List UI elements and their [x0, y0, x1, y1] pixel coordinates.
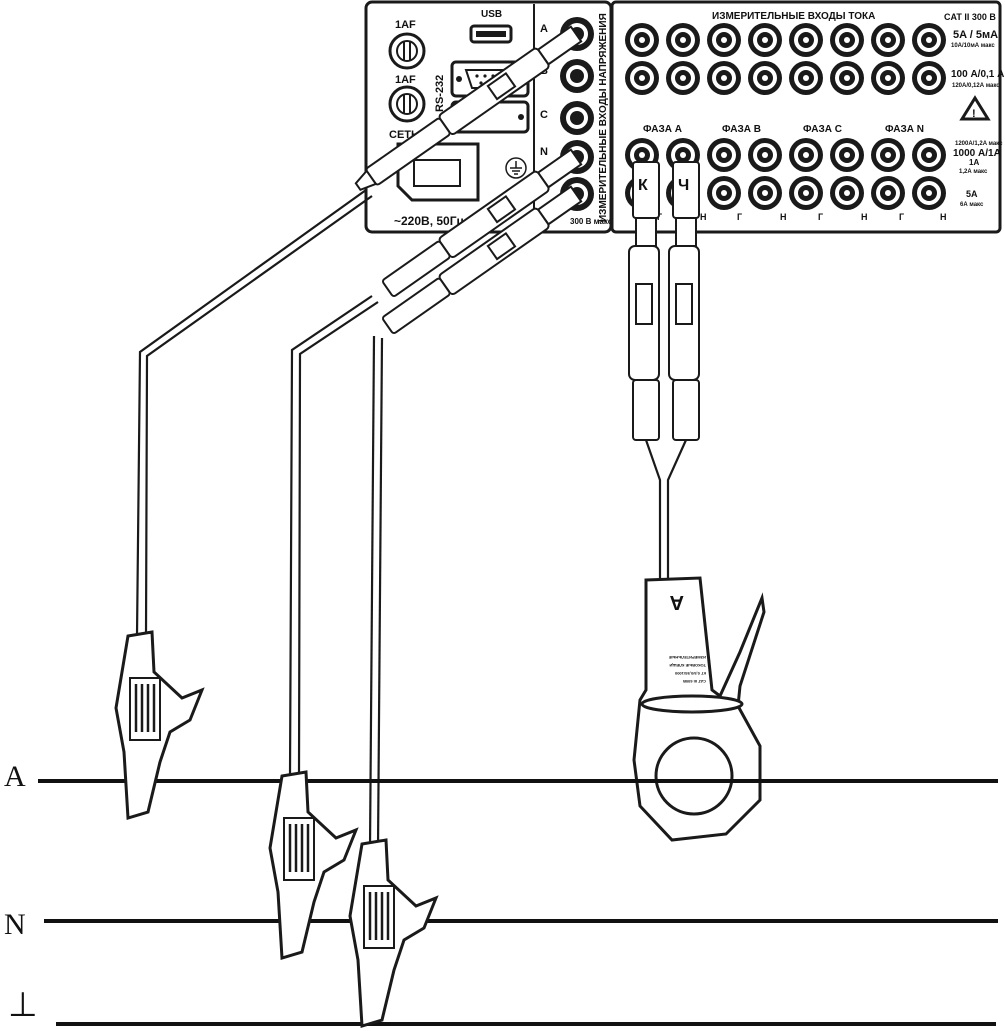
current-jack-r0-c4	[789, 23, 823, 57]
current-plug-ch	[668, 161, 700, 441]
voltage-plug-a	[354, 25, 583, 192]
current-jack-r1-c6	[871, 61, 905, 95]
current-jack-r0-c6	[871, 23, 905, 57]
terminal-g-n: Г	[899, 212, 904, 222]
current-jack-r2-c5	[830, 138, 864, 172]
crocodile-clip-a	[114, 630, 205, 820]
clamp-letter: A	[670, 591, 684, 613]
current-plug-k	[628, 161, 660, 441]
ground-symbol	[505, 157, 527, 179]
voltage-plug-n	[382, 148, 583, 297]
crocodile-clip-n	[268, 770, 359, 960]
terminal-n-b: Н	[780, 212, 787, 222]
current-jack-r1-c1	[666, 61, 700, 95]
current-jack-r1-c5	[830, 61, 864, 95]
phase-label-c: ФАЗА C	[803, 124, 842, 135]
ground-lead	[368, 335, 384, 849]
range-5a-max: 6А макс	[960, 202, 984, 208]
current-jack-r2-c7	[912, 138, 946, 172]
terminal-g-c: Г	[818, 212, 823, 222]
current-jack-r0-c1	[666, 23, 700, 57]
voltage-jack-label-c: C	[540, 109, 548, 121]
phase-label-n: ФАЗА N	[885, 124, 924, 135]
current-jack-r1-c0	[625, 61, 659, 95]
current-inputs-title: ИЗМЕРИТЕЛЬНЫЕ ВХОДЫ ТОКА	[712, 11, 875, 22]
phase-a-label: A	[4, 760, 26, 793]
voltage-jack-c	[560, 101, 594, 135]
current-jack-r3-c4	[789, 176, 823, 210]
range-1000a: 1000 А/1А	[953, 148, 1001, 159]
voltage-inputs-title: ИЗМЕРИТЕЛЬНЫЕ ВХОДЫ НАПРЯЖЕНИЯ	[598, 13, 609, 222]
fuse-1-label: 1AF	[395, 19, 416, 31]
svg-text:!: !	[972, 108, 976, 120]
current-jack-r2-c6	[871, 138, 905, 172]
range-5a-5ma: 5A / 5мА	[953, 29, 998, 41]
current-clamp: A CAT III 600B КТ 0,5/0,5S/1000 ТОКОВЫЕ …	[632, 576, 766, 842]
voltage-plug-ground	[382, 185, 583, 334]
current-jack-r0-c7	[912, 23, 946, 57]
current-jack-r3-c6	[871, 176, 905, 210]
current-plug-k-label: К	[638, 177, 648, 194]
terminal-n-a: Н	[700, 212, 707, 222]
current-jack-r1-c7	[912, 61, 946, 95]
range-100a: 100 А/0,1 А	[951, 69, 1004, 80]
current-jack-r1-c3	[748, 61, 782, 95]
range-1a: 1А	[969, 158, 979, 167]
current-input-panel: ИЗМЕРИТЕЛЬНЫЕ ВХОДЫ ТОКА CAT II 300 В 5A…	[610, 0, 1004, 234]
range-5a-5ma-max: 10A/10мА макс	[951, 43, 995, 49]
terminal-g-b: Г	[737, 212, 742, 222]
power-label: ~220В, 50Гц,	[394, 214, 467, 228]
clamp-text-3: ТОКОВЫЕ КЛЕЩИ	[669, 663, 706, 668]
voltage-max-label: 300 В макс	[570, 217, 613, 226]
clamp-text-4: ИЗМЕРИТЕЛЬНЫЕ	[668, 655, 706, 660]
current-jack-r0-c5	[830, 23, 864, 57]
current-plug-ch-label: Ч	[678, 177, 689, 194]
current-jack-r2-c4	[789, 138, 823, 172]
voltage-lead-a	[135, 189, 373, 637]
current-jack-r3-c2	[707, 176, 741, 210]
phase-label-a: ФАЗА A	[643, 124, 682, 135]
usb-label: USB	[481, 9, 502, 20]
ground-label: ⊥	[8, 987, 38, 1024]
current-jack-r1-c2	[707, 61, 741, 95]
terminal-n-c: Н	[861, 212, 868, 222]
clamp-text-1: CAT III 600B	[683, 679, 706, 684]
current-jack-r3-c5	[830, 176, 864, 210]
terminal-n-n: Н	[940, 212, 947, 222]
voltage-jack-label-a: A	[540, 23, 548, 35]
voltage-lead-n	[288, 295, 379, 777]
range-1a-max: 1,2А макс	[959, 169, 988, 175]
voltage-jack-label-n: N	[540, 146, 548, 158]
current-jack-r0-c3	[748, 23, 782, 57]
range-100a-max: 120А/0,12А макс	[952, 83, 1000, 89]
range-1000a-a: 1200A/1,2A макс	[955, 141, 1003, 147]
clamp-text-2: КТ 0,5/0,5S/1000	[674, 671, 706, 676]
phase-label-b: ФАЗА B	[722, 124, 761, 135]
fuse-2-label: 1AF	[395, 74, 416, 86]
voltage-jack-b	[560, 59, 594, 93]
clamp-cable	[644, 439, 688, 578]
cat-rating: CAT II 300 В	[944, 12, 996, 22]
current-jack-r0-c2	[707, 23, 741, 57]
current-jack-r1-c4	[789, 61, 823, 95]
current-jack-r2-c3	[748, 138, 782, 172]
current-jack-r3-c7	[912, 176, 946, 210]
fuse-2	[388, 85, 426, 123]
rs232-label: RS-232	[434, 75, 446, 112]
neutral-label: N	[4, 908, 26, 941]
crocodile-clip-ground	[348, 838, 439, 1028]
range-5a: 5А	[966, 189, 978, 199]
current-jack-r0-c0	[625, 23, 659, 57]
current-jack-r3-c3	[748, 176, 782, 210]
current-jack-r2-c2	[707, 138, 741, 172]
warning-icon: !	[959, 95, 991, 121]
fuse-1	[388, 32, 426, 70]
